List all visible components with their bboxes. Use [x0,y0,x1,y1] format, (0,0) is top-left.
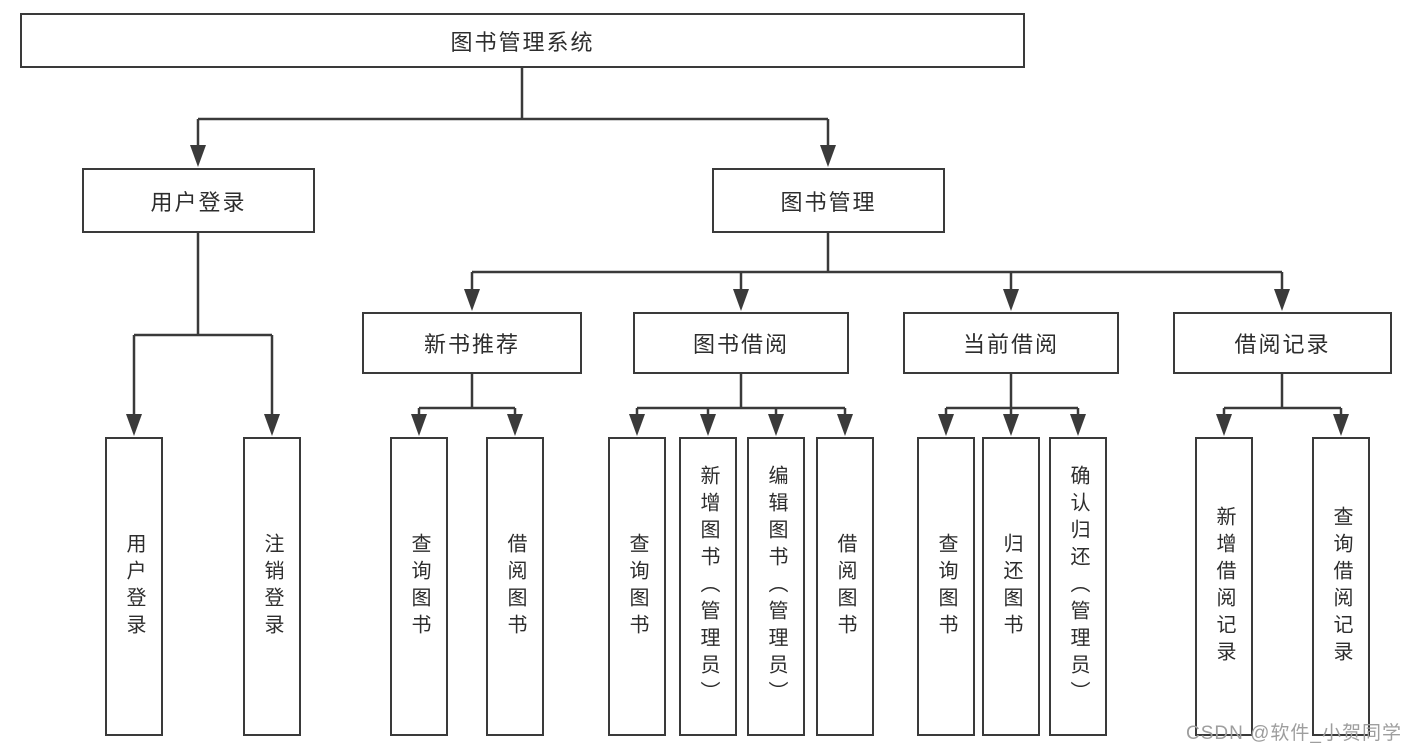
leaf-label: 查询借阅记录 [1330,505,1352,668]
node-current-borrow: 当前借阅 [903,312,1119,374]
leaf-label: 确认归还（管理员） [1067,465,1089,708]
leaf-label: 编辑图书（管理员） [765,465,787,708]
leaf-label: 新增图书（管理员） [697,465,719,708]
csdn-watermark: CSDN @软件_小贺同学 [1186,723,1402,744]
leaf-label: 注销登录 [261,532,283,641]
leaf-label: 归还图书 [1000,532,1022,641]
leaf-label: 新增借阅记录 [1213,505,1235,668]
node-book-management: 图书管理 [712,168,945,233]
node-new-book-recommend: 新书推荐 [362,312,582,374]
leaf-label: 查询图书 [408,532,430,641]
leaf-label: 借阅图书 [834,532,856,641]
leaf-query-books-current: 查询图书 [917,437,975,736]
leaf-query-books-recommend: 查询图书 [390,437,448,736]
leaf-label: 借阅图书 [504,532,526,641]
leaf-borrow-books: 借阅图书 [816,437,874,736]
leaf-query-books-borrow: 查询图书 [608,437,666,736]
node-user-login: 用户登录 [82,168,315,233]
leaf-add-borrow-record: 新增借阅记录 [1195,437,1253,736]
leaf-confirm-return-admin: 确认归还（管理员） [1049,437,1107,736]
leaf-user-login: 用户登录 [105,437,163,736]
leaf-label: 查询图书 [935,532,957,641]
node-book-borrow: 图书借阅 [633,312,849,374]
leaf-label: 查询图书 [626,532,648,641]
leaf-add-book-admin: 新增图书（管理员） [679,437,737,736]
leaf-label: 用户登录 [123,532,145,641]
leaf-edit-book-admin: 编辑图书（管理员） [747,437,805,736]
leaf-logout: 注销登录 [243,437,301,736]
node-library-system: 图书管理系统 [20,13,1025,68]
node-borrow-records: 借阅记录 [1173,312,1392,374]
leaf-return-books: 归还图书 [982,437,1040,736]
leaf-query-borrow-record: 查询借阅记录 [1312,437,1370,736]
leaf-borrow-books-recommend: 借阅图书 [486,437,544,736]
